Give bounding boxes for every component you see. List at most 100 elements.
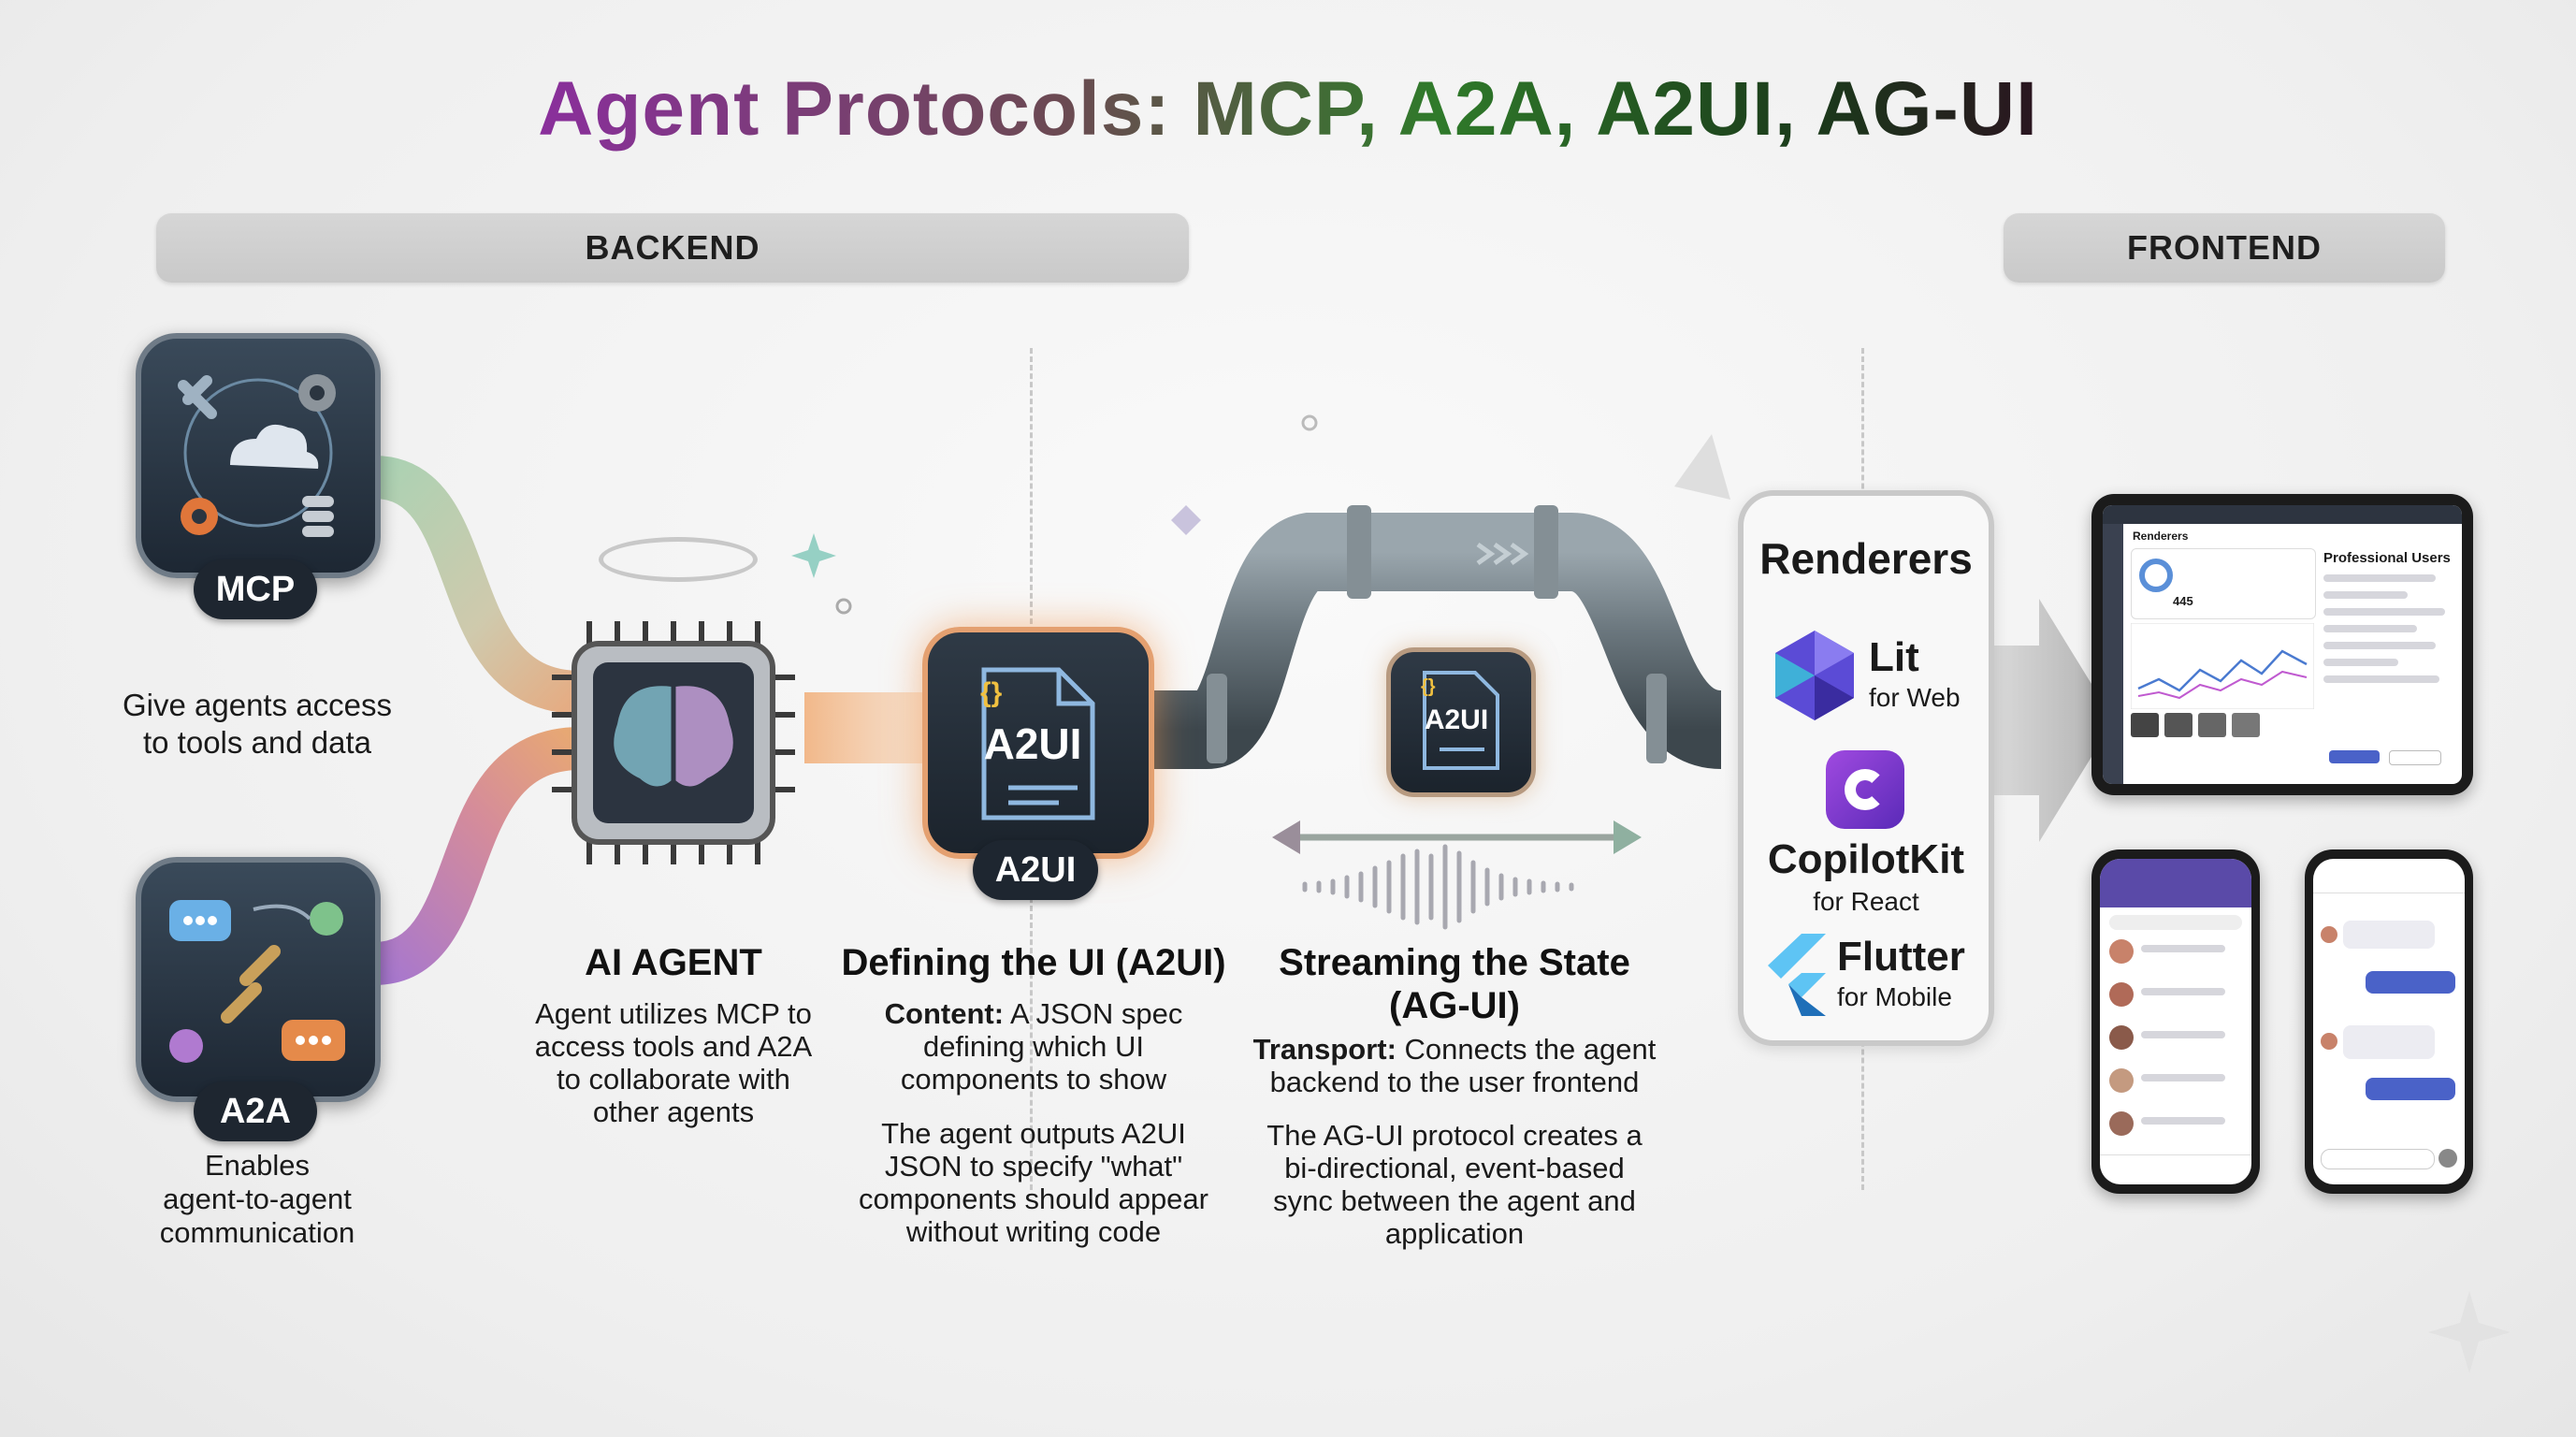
agui-card-code: {} bbox=[1421, 676, 1436, 697]
a2a-caption-line: Enables bbox=[204, 1149, 311, 1182]
thumbnail bbox=[2198, 713, 2226, 737]
a2ui-content-line: Content: A JSON spec bbox=[823, 997, 1244, 1030]
placeholder-line bbox=[2141, 988, 2225, 995]
agent-desc-line: access tools and A2A bbox=[534, 1030, 813, 1063]
tablet-stat: 445 bbox=[2173, 594, 2193, 608]
tablet-button bbox=[2329, 750, 2380, 763]
mcp-label: MCP bbox=[215, 569, 296, 609]
a2ui-content-text: A JSON spec bbox=[1004, 997, 1183, 1030]
tablet-mockup: Renderers Professional Users 445 bbox=[2091, 494, 2473, 795]
json-document-icon bbox=[1423, 671, 1499, 770]
agui-card: {} A2UI bbox=[1386, 647, 1536, 797]
thumbnail bbox=[2164, 713, 2192, 737]
ai-agent-chip bbox=[552, 621, 795, 864]
agent-desc-line: to collaborate with bbox=[557, 1063, 790, 1096]
a2ui-desc-line: JSON to specify "what" bbox=[884, 1150, 1183, 1183]
renderer-sub-lit: for Web bbox=[1869, 683, 1961, 712]
a2ui-card: {} A2UI bbox=[922, 627, 1154, 859]
halo-icon bbox=[599, 537, 758, 582]
tablet-thumb-row bbox=[2131, 713, 2314, 741]
avatar bbox=[2109, 939, 2134, 964]
agent-heading: AI AGENT bbox=[585, 942, 762, 983]
a2ui-content-label: Content: bbox=[884, 997, 1005, 1030]
tablet-sidebar bbox=[2103, 524, 2123, 784]
agent-chat-icon bbox=[169, 900, 345, 1063]
phone-mockup-chat bbox=[2305, 849, 2473, 1194]
a2ui-desc-line: The agent outputs A2UI bbox=[881, 1117, 1186, 1150]
a2a-caption-line: communication bbox=[159, 1216, 355, 1249]
a2ui-pill-label: A2UI bbox=[994, 849, 1077, 890]
thumbnail bbox=[2232, 713, 2260, 737]
avatar bbox=[2321, 926, 2337, 943]
agui-desc-line: sync between the agent and bbox=[1273, 1184, 1636, 1217]
agui-transport-label: Transport: bbox=[1252, 1033, 1397, 1066]
agui-heading-line: (AG-UI) bbox=[1389, 985, 1520, 1026]
agent-desc-line: Agent utilizes MCP to bbox=[535, 997, 812, 1030]
a2ui-card-code: {} bbox=[980, 677, 1003, 708]
chat-bubble bbox=[2343, 1025, 2435, 1059]
a2a-icon-card bbox=[136, 857, 381, 1102]
agui-desc-line: application bbox=[1384, 1217, 1525, 1250]
placeholder-line bbox=[2323, 608, 2445, 616]
mcp-pill: MCP bbox=[194, 559, 317, 619]
phone-header bbox=[2100, 859, 2251, 907]
a2a-pill: A2A bbox=[194, 1081, 317, 1141]
a2a-caption-line: agent-to-agent bbox=[163, 1183, 352, 1215]
a2ui-desc-line: without writing code bbox=[905, 1215, 1162, 1248]
agui-transport: Transport: Connects the agent backend to… bbox=[1244, 1033, 1665, 1098]
donut-chart-icon bbox=[2139, 559, 2173, 592]
chat-bubble bbox=[2366, 971, 2455, 994]
tablet-button bbox=[2389, 750, 2441, 765]
send-icon bbox=[2439, 1149, 2457, 1168]
renderer-name-copilotkit: CopilotKit bbox=[1767, 836, 1965, 882]
renderers-panel: Renderers Lit for Web CopilotKit for Rea… bbox=[1738, 490, 1994, 1046]
tablet-topbar bbox=[2103, 505, 2462, 524]
a2ui-content-line: components to show bbox=[900, 1063, 1167, 1096]
flutter-logo-icon bbox=[1768, 934, 1826, 1016]
a2ui-heading: Defining the UI (A2UI) bbox=[841, 942, 1226, 983]
agent-description: Agent utilizes MCP to access tools and A… bbox=[486, 997, 861, 1128]
placeholder-line bbox=[2323, 642, 2436, 649]
tablet-screen: Renderers Professional Users 445 bbox=[2103, 505, 2462, 784]
agui-transport-line: Transport: Connects the agent bbox=[1244, 1033, 1665, 1066]
lit-logo-icon bbox=[1775, 631, 1854, 720]
agui-description: The AG-UI protocol creates a bi-directio… bbox=[1244, 1119, 1665, 1250]
agui-heading: Streaming the State (AG-UI) bbox=[1244, 941, 1665, 1027]
renderer-name-flutter: Flutter bbox=[1837, 934, 1965, 980]
a2a-caption: Enables agent-to-agent communication bbox=[75, 1149, 440, 1250]
json-document-icon bbox=[981, 667, 1095, 820]
chat-bubble bbox=[2366, 1078, 2455, 1100]
placeholder-line bbox=[2323, 625, 2417, 632]
placeholder-line bbox=[2323, 574, 2436, 582]
phone-header bbox=[2313, 859, 2465, 893]
copilotkit-glyph-icon bbox=[1845, 769, 1886, 810]
a2ui-card-label: A2UI bbox=[983, 719, 1082, 768]
placeholder-line bbox=[2141, 1031, 2225, 1038]
a2ui-pill: A2UI bbox=[973, 840, 1098, 900]
chat-input bbox=[2321, 1149, 2435, 1169]
thumbnail bbox=[2131, 713, 2159, 737]
a2ui-content: Content: A JSON spec defining which UI c… bbox=[823, 997, 1244, 1096]
placeholder-line bbox=[2323, 591, 2408, 599]
tablet-line-chart bbox=[2131, 623, 2314, 709]
renderer-sub-copilotkit: for React bbox=[1813, 887, 1919, 916]
placeholder-line bbox=[2323, 659, 2398, 666]
placeholder-line bbox=[2141, 945, 2225, 952]
a2ui-desc-line: components should appear bbox=[859, 1183, 1208, 1215]
phone-mockup-list bbox=[2091, 849, 2260, 1194]
agui-desc-line: The AG-UI protocol creates a bbox=[1266, 1119, 1643, 1152]
a2ui-content-line: defining which UI bbox=[922, 1030, 1145, 1063]
placeholder-line bbox=[2141, 1117, 2225, 1125]
renderers-title: Renderers bbox=[1759, 534, 1973, 583]
mcp-caption: Give agents access to tools and data bbox=[75, 687, 440, 762]
avatar bbox=[2109, 982, 2134, 1007]
tools-data-icon bbox=[178, 374, 336, 537]
mcp-caption-line: to tools and data bbox=[142, 725, 372, 760]
agui-transport-line: backend to the user frontend bbox=[1269, 1066, 1640, 1098]
mcp-icon-card bbox=[136, 333, 381, 578]
placeholder-line bbox=[2141, 1074, 2225, 1081]
avatar bbox=[2321, 1033, 2337, 1050]
a2a-label: A2A bbox=[219, 1091, 292, 1131]
frontend-band: FRONTEND bbox=[2004, 213, 2445, 283]
